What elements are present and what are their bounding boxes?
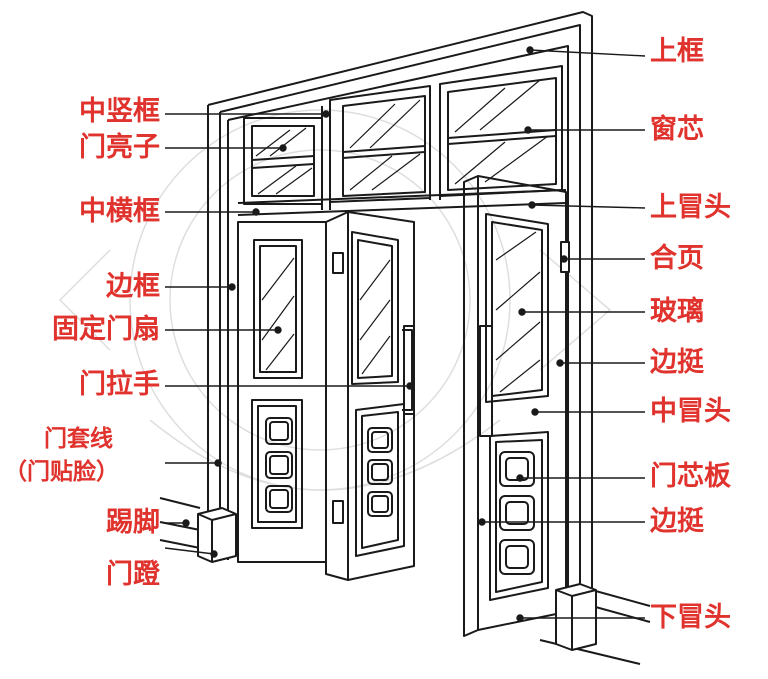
leaders-left xyxy=(164,110,414,558)
label-head-frame: 上框 xyxy=(650,36,704,67)
label-glass: 玻璃 xyxy=(650,296,704,327)
label-kickboard: 踢脚 xyxy=(106,507,160,538)
plinth-left xyxy=(197,507,237,563)
open-leaf-glass-hatch xyxy=(495,231,541,393)
label-middle-rail: 中冒头 xyxy=(650,396,731,427)
leaders-right xyxy=(478,46,646,622)
plinth-right xyxy=(555,583,597,651)
folding-leaf-glass-hatch xyxy=(359,259,391,375)
label-window-core: 窗芯 xyxy=(650,114,704,145)
outer-casing xyxy=(207,11,593,590)
label-mullion: 中竖框 xyxy=(79,96,160,127)
label-stile-lower: 边挺 xyxy=(650,506,704,537)
label-top-rail: 上冒头 xyxy=(650,192,731,223)
folding-leaf-panels xyxy=(367,427,393,517)
watermark xyxy=(58,109,612,491)
transom-mullions xyxy=(321,84,441,210)
fixed-leaf-glass-hatch xyxy=(261,257,295,371)
door-handle xyxy=(402,325,415,415)
transom-glass-hatch xyxy=(255,79,549,195)
label-casing-line1: 门套线 xyxy=(44,426,113,452)
label-transom-light: 门亮子 xyxy=(79,132,160,163)
fixed-leaf-panels xyxy=(265,417,293,513)
transom-sash-left xyxy=(243,117,323,205)
label-hinge: 合页 xyxy=(650,243,704,274)
label-bottom-rail: 下冒头 xyxy=(650,602,731,633)
label-side-frame: 边框 xyxy=(106,271,160,302)
label-transom-bar: 中横框 xyxy=(79,196,160,227)
open-leaf-handle xyxy=(479,325,493,437)
label-plinth: 门蹬 xyxy=(106,559,160,590)
transom-sash-right xyxy=(439,65,563,197)
open-leaf-panels xyxy=(499,451,535,575)
label-fixed-leaf: 固定门扇 xyxy=(52,314,160,345)
label-stile-upper: 边挺 xyxy=(650,347,704,378)
label-door-handle: 门拉手 xyxy=(79,369,160,400)
hinges-left xyxy=(332,252,344,524)
label-casing-line2: （门贴脸） xyxy=(4,459,119,485)
label-panel: 门芯板 xyxy=(650,461,731,492)
